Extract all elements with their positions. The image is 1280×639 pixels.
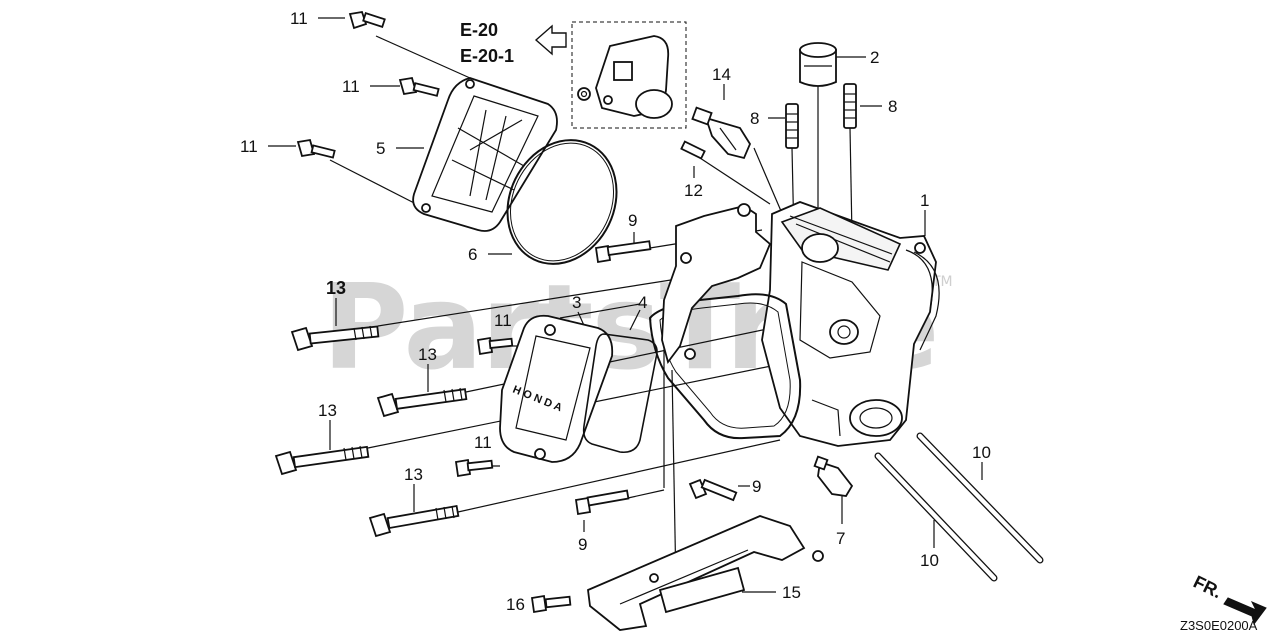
temperature-sensor (813, 455, 854, 497)
flange-bolt-11-cover-bottom (454, 458, 494, 478)
flange-bolt-11-top (348, 10, 386, 30)
callout-8: 8 (750, 109, 759, 128)
long-stud-lower (874, 452, 998, 582)
o-ring-gasket (506, 139, 618, 265)
diagram-code: Z3S0E0200A (1180, 618, 1258, 633)
bolt-16 (530, 594, 572, 614)
callout-9: 9 (578, 535, 587, 554)
callout-3: 3 (572, 293, 581, 312)
cylinder-head (761, 201, 940, 447)
callout-10: 10 (920, 551, 939, 570)
flange-bolt-11-left (296, 138, 336, 159)
callout-8: 8 (888, 97, 897, 116)
long-bolt-13-b (376, 387, 468, 418)
cover-gasket-inner (659, 302, 791, 429)
bolt-9-top (594, 240, 652, 264)
small-stud (680, 140, 706, 160)
flange-bolt-11-mid (398, 76, 440, 97)
callout-16: 16 (506, 595, 525, 614)
stud-bolt-right (843, 83, 857, 129)
long-stud-upper (916, 432, 1044, 564)
rocker-cover-gasket (582, 333, 658, 454)
breather-cover-plate (412, 77, 558, 232)
ref-code-e20: E-20 (460, 20, 498, 40)
cap-nut (799, 42, 837, 87)
ref-arrow-left-icon (534, 24, 567, 56)
bolt-9-bottom-left (574, 489, 630, 516)
callout-1: 1 (920, 191, 929, 210)
callout-10: 10 (972, 443, 991, 462)
callout-5: 5 (376, 139, 385, 158)
long-bolt-13-c (274, 445, 370, 476)
callout-14: 14 (712, 65, 731, 84)
callout-6: 6 (468, 245, 477, 264)
callout-11: 11 (494, 311, 512, 330)
watermark-tm: TM (931, 274, 953, 290)
long-bolt-13-d (368, 504, 460, 538)
flange-bolt-11-cover-top (476, 336, 514, 356)
callout-13: 13 (326, 278, 346, 298)
bolt-9-bottom-right (688, 478, 738, 502)
callout-12: 12 (684, 181, 703, 200)
callout-11: 11 (342, 77, 360, 96)
callout-13: 13 (404, 465, 423, 484)
ref-code-e20-1: E-20-1 (460, 46, 514, 66)
guide-plate (587, 515, 824, 631)
callout-9: 9 (628, 211, 637, 230)
callout-11: 11 (290, 9, 308, 28)
front-marker: FR. (1190, 572, 1225, 603)
stud-bolt-left (785, 103, 799, 149)
callout-15: 15 (782, 583, 801, 602)
spark-plug (691, 106, 752, 160)
sensor-assembly (577, 35, 673, 119)
callout-11: 11 (474, 433, 492, 452)
front-direction-arrow-icon: FR. (1190, 572, 1267, 626)
long-bolt-13-a (290, 325, 380, 352)
reference-box (571, 21, 687, 129)
callout-7: 7 (836, 529, 845, 548)
callout-labels: 11 11 11 5 6 2 14 8 8 12 9 1 13 3 4 11 1… (240, 9, 991, 614)
o-ring-gasket-inner (509, 142, 615, 262)
callout-9: 9 (752, 477, 761, 496)
callout-11: 11 (240, 137, 258, 156)
head-mounting-flange (661, 203, 772, 365)
callout-13: 13 (318, 401, 337, 420)
callout-4: 4 (638, 293, 647, 312)
callout-13: 13 (418, 345, 437, 364)
callout-2: 2 (870, 48, 879, 67)
